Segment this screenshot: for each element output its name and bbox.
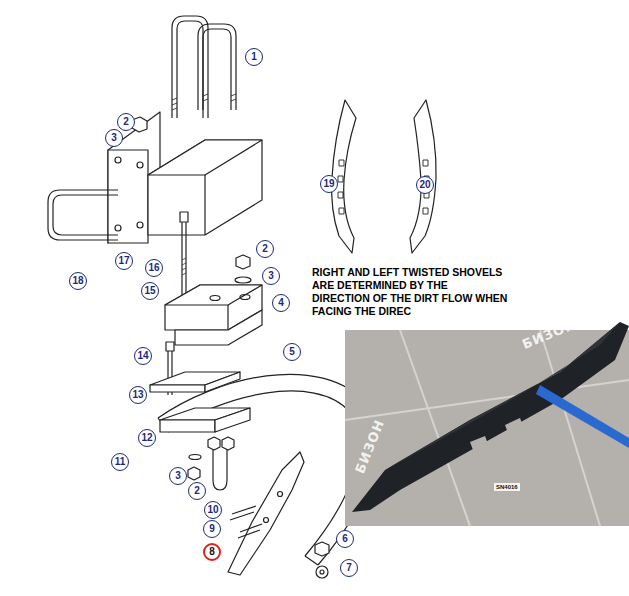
- callout-number: 17: [118, 256, 129, 266]
- callout-number: 16: [148, 263, 159, 273]
- callout-number: 15: [144, 286, 155, 296]
- callout-circle: 20: [416, 176, 434, 194]
- callout-circle: 17: [115, 252, 133, 270]
- callout-number: 20: [419, 180, 430, 190]
- callout-number: 3: [111, 133, 117, 143]
- callout-circle: 15: [141, 282, 159, 300]
- callout-number: 7: [346, 563, 352, 573]
- callout-number: 14: [137, 351, 148, 361]
- callout-circle: 3: [105, 129, 123, 147]
- part-number-tag: SN4016: [494, 483, 520, 491]
- callout-number: 10: [207, 505, 218, 515]
- callout-circle: 2: [256, 240, 274, 258]
- callout-circle: 3: [262, 267, 280, 285]
- callout-circle: 12: [138, 429, 156, 447]
- callout-number: 8: [209, 547, 215, 557]
- callout-number: 2: [262, 244, 268, 254]
- callout-circle: 9: [203, 520, 221, 538]
- callout-circle: 3: [169, 467, 187, 485]
- callout-number: 3: [175, 471, 181, 481]
- callout-number: 2: [123, 117, 129, 127]
- callout-circle: 18: [69, 272, 87, 290]
- callout-circle: 2: [188, 482, 206, 500]
- callout-number: 1: [251, 52, 257, 62]
- callout-circle: 14: [134, 347, 152, 365]
- callout-circle: 11: [111, 453, 129, 471]
- callout-number: 12: [141, 433, 152, 443]
- note-text: RIGHT AND LEFT TWISTED SHOVELS ARE DETER…: [312, 266, 508, 318]
- callout-number: 11: [115, 457, 126, 467]
- callout-number: 9: [209, 524, 215, 534]
- callout-circle: 1: [245, 48, 263, 66]
- callout-number: 3: [268, 271, 274, 281]
- callout-number: 2: [194, 486, 200, 496]
- callout-circle: 7: [340, 559, 358, 577]
- callout-circle: 6: [336, 530, 354, 548]
- callout-number: 13: [132, 390, 143, 400]
- callout-number: 6: [342, 534, 348, 544]
- callout-circle: 13: [129, 386, 147, 404]
- callout-number: 5: [289, 347, 295, 357]
- callout-circle: 16: [145, 259, 163, 277]
- callout-circle: 2: [117, 113, 135, 131]
- callout-circle: 19: [320, 175, 338, 193]
- callout-circle: 10: [204, 501, 222, 519]
- callout-number: 18: [72, 276, 83, 286]
- callout-number: 19: [323, 179, 334, 189]
- callout-number: 4: [278, 298, 284, 308]
- callout-circle: 8: [203, 543, 221, 561]
- callout-circle: 4: [272, 294, 290, 312]
- callout-circle: 5: [283, 343, 301, 361]
